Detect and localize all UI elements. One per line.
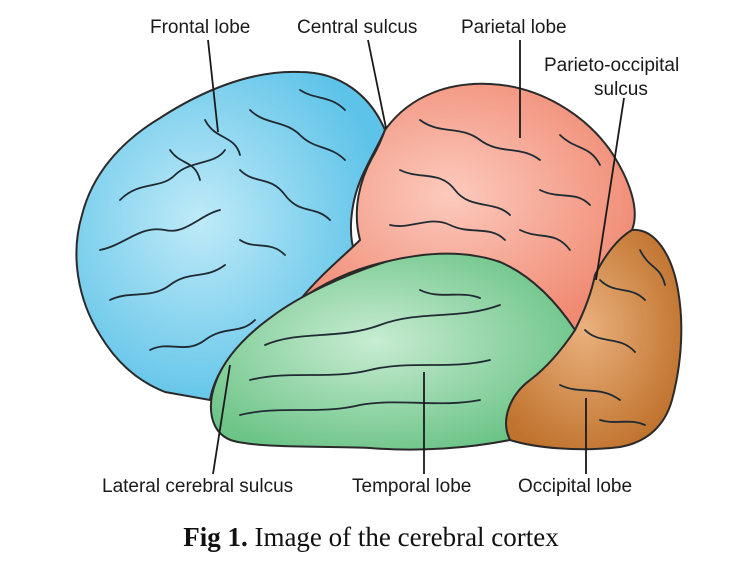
temporal-lobe-region xyxy=(210,252,577,451)
frontal-lobe-leader xyxy=(207,39,219,133)
leader-lines xyxy=(207,39,625,475)
parietal-lobe-label: Parietal lobe xyxy=(461,17,567,38)
frontal-lobe-label: Frontal lobe xyxy=(150,17,251,38)
figure-caption-prefix: Fig 1. xyxy=(183,522,248,552)
parieto-occipital-label-line1: Parieto-occipital xyxy=(544,55,680,76)
central-sulcus-leader xyxy=(367,39,387,129)
occipital-lobe-label: Occipital lobe xyxy=(518,476,633,497)
lateral-cerebral-sulcus-label: Lateral cerebral sulcus xyxy=(102,476,294,497)
figure-caption-text: Image of the cerebral cortex xyxy=(247,522,559,552)
parieto-occipital-label-line2: sulcus xyxy=(594,79,648,100)
gyri-detail-lines xyxy=(99,89,666,426)
occipital-lobe-region xyxy=(505,228,683,451)
temporal-lobe-label: Temporal lobe xyxy=(352,476,472,497)
central-sulcus-label: Central sulcus xyxy=(297,17,418,38)
parieto-occipital-leader xyxy=(595,97,625,281)
figure-caption: Fig 1. Image of the cerebral cortex xyxy=(0,522,742,553)
lateral-sulcus-leader xyxy=(212,364,231,475)
